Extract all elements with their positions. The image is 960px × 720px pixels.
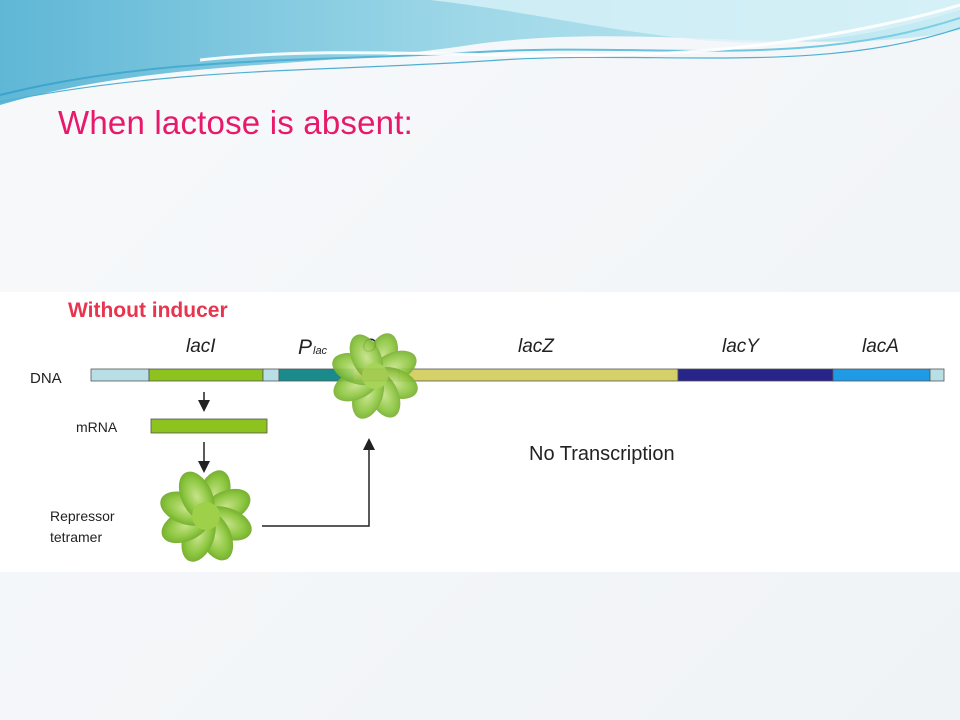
dna-label: DNA [30,370,62,387]
free-repressor-icon [155,465,257,567]
no-transcription-text: No Transcription [529,443,675,465]
binding-arrow [262,438,375,527]
lacY-label: lacY [722,336,760,357]
slide-title: When lactose is absent: [58,104,413,141]
dna-strand [90,368,945,382]
lacA-gene [832,368,931,382]
lacZ-label: lacZ [518,336,555,357]
lac-operon-diagram: Without inducer lacI P lac O lacZ lacY l… [30,299,945,567]
promoter-subscript: lac [313,345,328,357]
lacI-gene [148,368,264,382]
lacZ-gene [398,368,679,382]
header-wave-decoration [0,0,960,105]
dna-spacer-mid [262,368,280,382]
promoter-label: P [298,336,312,359]
repressor-label-line2: tetramer [50,529,102,545]
mrna-label: mRNA [76,419,118,435]
mrna-strand [150,418,268,434]
dna-spacer-right [929,368,945,382]
dna-spacer-left [90,368,150,382]
diagram-heading: Without inducer [68,299,228,322]
bound-repressor-icon [327,328,423,424]
lacY-gene [677,368,834,382]
repressor-label-line1: Repressor [50,508,115,524]
lacA-label: lacA [862,336,899,357]
lacI-label: lacI [186,336,216,357]
lac-operon-figure: Without inducer lacI P lac O lacZ lacY l… [0,292,960,572]
